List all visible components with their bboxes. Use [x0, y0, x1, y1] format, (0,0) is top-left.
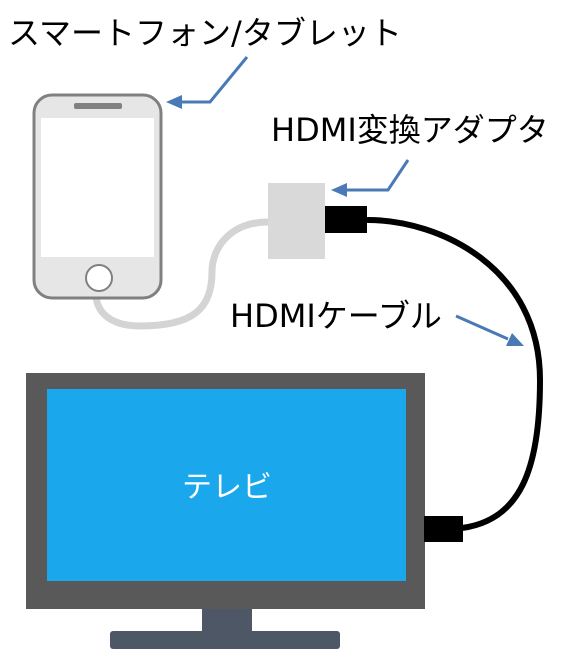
cable-label: HDMIケーブル [230, 297, 442, 335]
hdmi-adapter [268, 183, 325, 259]
tv-label: テレビ [182, 470, 272, 505]
hdmi-cable [365, 217, 544, 531]
tv-hdmi-plug [424, 516, 463, 542]
tv-screen [47, 389, 406, 581]
adapter-label: HDMI変換アダプタ [271, 111, 549, 149]
cable-arrow [455, 314, 524, 346]
smartphone-arrow [166, 56, 249, 109]
smartphone-label: スマートフォン/タブレット [8, 14, 402, 52]
smartphone-home-button [85, 264, 113, 292]
smartphone-speaker [74, 103, 122, 109]
smartphone [32, 93, 163, 300]
smartphone-screen [41, 118, 154, 257]
tv: テレビ [26, 373, 425, 649]
tv-stand-base [110, 631, 340, 649]
adapter-hdmi-plug [325, 206, 367, 233]
tv-stand-neck [202, 605, 252, 635]
adapter-cable [92, 218, 272, 330]
adapter-arrow [331, 159, 410, 197]
